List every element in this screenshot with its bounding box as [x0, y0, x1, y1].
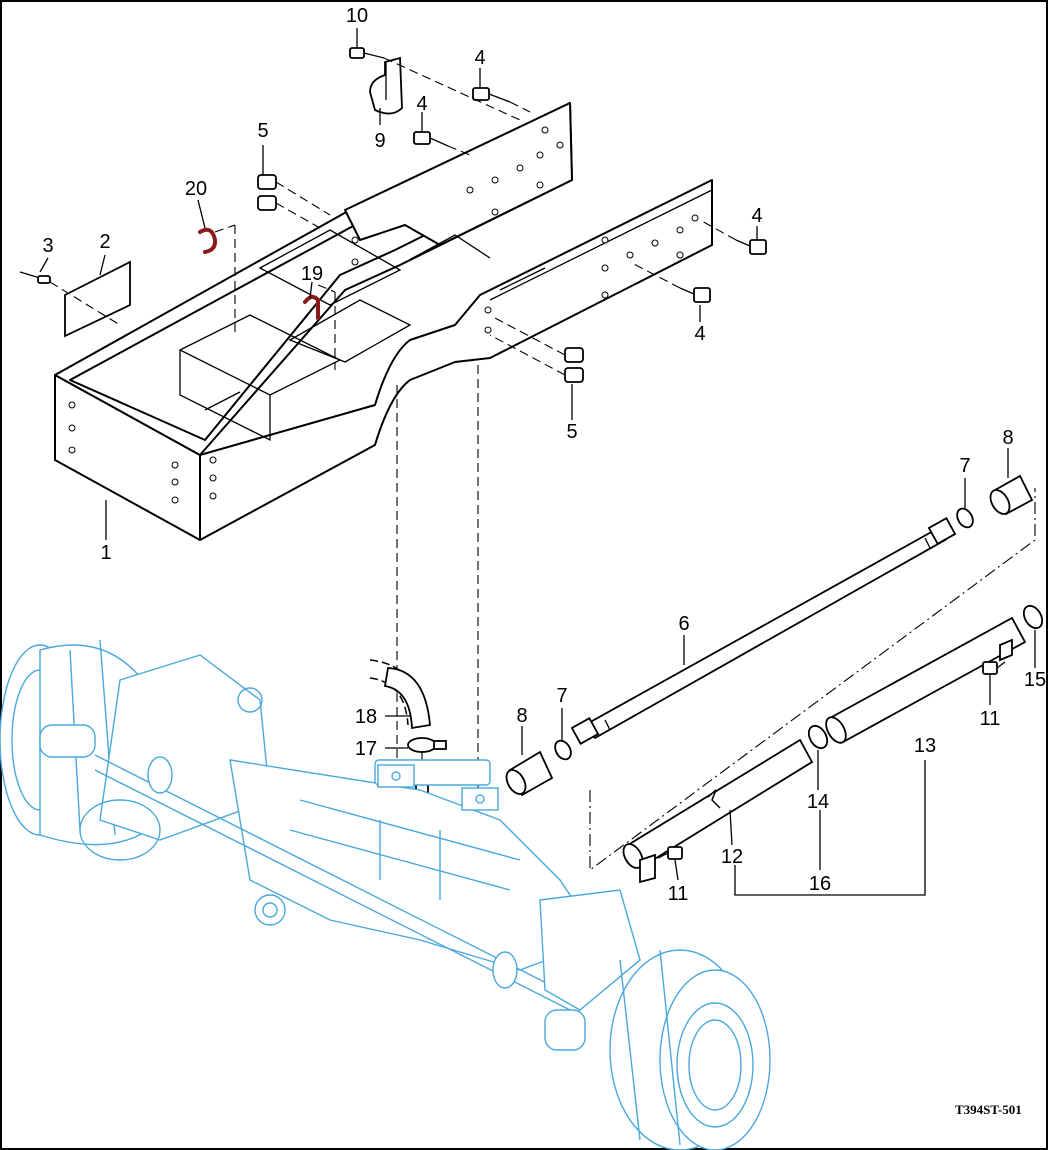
callout-13: 13: [914, 735, 936, 757]
callout-10: 10: [346, 5, 368, 27]
callout-4-mid: 4: [416, 93, 427, 115]
callout-14: 14: [807, 791, 829, 813]
bushing-19: [303, 295, 320, 320]
bolt-11-lower: [657, 846, 683, 860]
callout-9: 9: [374, 130, 385, 152]
ring-7-left: [554, 739, 572, 761]
bolt-4-right: [735, 239, 767, 255]
callout-8-right: 8: [1002, 427, 1013, 449]
hose-18: [369, 659, 431, 730]
bushing-20: [198, 227, 218, 254]
callout-12: 12: [721, 846, 743, 868]
bolt-11-upper: [982, 661, 1006, 675]
callout-11-upper: 11: [980, 708, 1001, 730]
callout-5-lower: 5: [566, 421, 577, 443]
bolt-4-top: [472, 87, 511, 103]
clamp-17: [407, 737, 447, 753]
bracket-13-16: [734, 760, 926, 896]
callout-4-lower: 4: [694, 323, 705, 345]
callout-3: 3: [42, 235, 53, 257]
axle-assembly: [0, 639, 771, 1150]
assembly-line-tube: [589, 488, 1036, 872]
bolt-4-mid: [413, 131, 449, 147]
ring-14: [807, 724, 829, 750]
callout-4-right: 4: [751, 205, 762, 227]
callout-18: 18: [355, 706, 377, 728]
callout-15: 15: [1024, 669, 1046, 691]
tube-13: [825, 616, 1027, 744]
callout-17: 17: [355, 738, 377, 760]
callout-6: 6: [678, 613, 689, 635]
bushing-5-upper: [257, 174, 277, 211]
chassis-frame: [54, 102, 713, 541]
ring-7-right: [956, 507, 974, 529]
callout-11-lower: 11: [668, 883, 689, 905]
callout-5-upper: 5: [257, 120, 268, 142]
callout-8-left: 8: [516, 705, 527, 727]
bushing-8-left: [505, 750, 554, 797]
plate-2: [64, 260, 131, 338]
frame-holes: [68, 126, 699, 504]
bolt-10: [349, 47, 385, 59]
bushing-8-right: [989, 474, 1034, 516]
callout-1: 1: [100, 542, 111, 564]
callout-4-top: 4: [474, 47, 485, 69]
bushing-5-lower: [564, 347, 584, 383]
shaft-6: [570, 517, 957, 745]
tube-12: [622, 738, 814, 884]
assembly-lines-top: [49, 57, 737, 790]
clip-9: [369, 56, 403, 115]
ring-15: [1022, 604, 1044, 630]
drawing-code: T394ST-501: [955, 1102, 1022, 1117]
callout-20: 20: [185, 178, 207, 200]
callout-7-left: 7: [556, 685, 567, 707]
callout-16: 16: [809, 873, 831, 895]
callout-labels: 1 2 3 4 4 4 4 5 5 6 7 7 8 8 9 10 11 11 1…: [42, 5, 1046, 905]
leader-lines: [39, 28, 1036, 881]
callout-2: 2: [99, 231, 110, 253]
callout-19: 19: [301, 263, 323, 285]
callout-7-right: 7: [959, 455, 970, 477]
rivet-3: [19, 271, 51, 284]
bolt-4-lower: [679, 287, 711, 303]
